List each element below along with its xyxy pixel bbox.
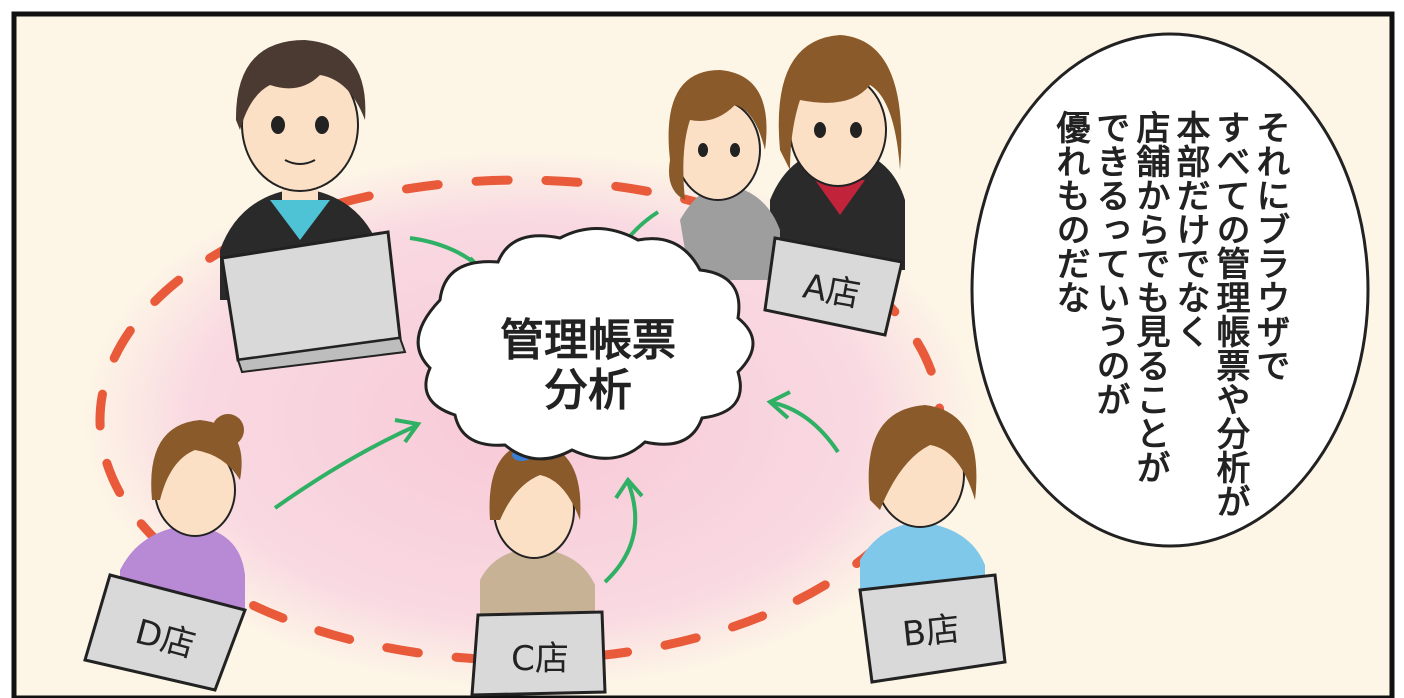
arrow-d [273,423,419,510]
cloud-line2: 分析 [544,365,632,416]
store-d-woman [120,414,245,610]
store-c-woman [480,442,595,615]
speech-bubble [970,32,1370,548]
speech-line-1: それにブラウザで [1250,110,1290,382]
store-b-laptop: B店 [858,573,1007,684]
hq-man [220,40,380,300]
arrowhead-c [614,476,644,500]
arrowhead-b [766,390,791,420]
arrow-b [769,400,840,454]
store-a-label: A店 [800,266,863,315]
speech-line-6: 優れものだな [1050,110,1091,314]
arrowhead-d [394,418,422,444]
speech-line-2: すべての管理帳票や分析が [1210,110,1250,518]
arrow-c [603,481,638,584]
speech-line-5: できるっていうのが [1090,110,1130,416]
store-b-label: B店 [901,609,962,655]
store-c-label: C店 [511,639,569,679]
cloud: 管理帳票 分析 [416,227,755,461]
speech-text: それにブラウザで すべての管理帳票や分析が 本部だけでなく 店舗からでも見ること… [1050,110,1290,518]
hq-laptop [220,230,407,374]
cloud-line1: 管理帳票 [500,315,676,366]
store-a-laptop: A店 [763,236,904,337]
speech-line-4: 店舗からでも見ることが [1130,110,1171,484]
store-c-laptop: C店 [470,610,607,697]
store-d-laptop: D店 [83,573,247,692]
speech-line-3: 本部だけでなく [1170,110,1210,348]
store-a-women [668,35,905,280]
